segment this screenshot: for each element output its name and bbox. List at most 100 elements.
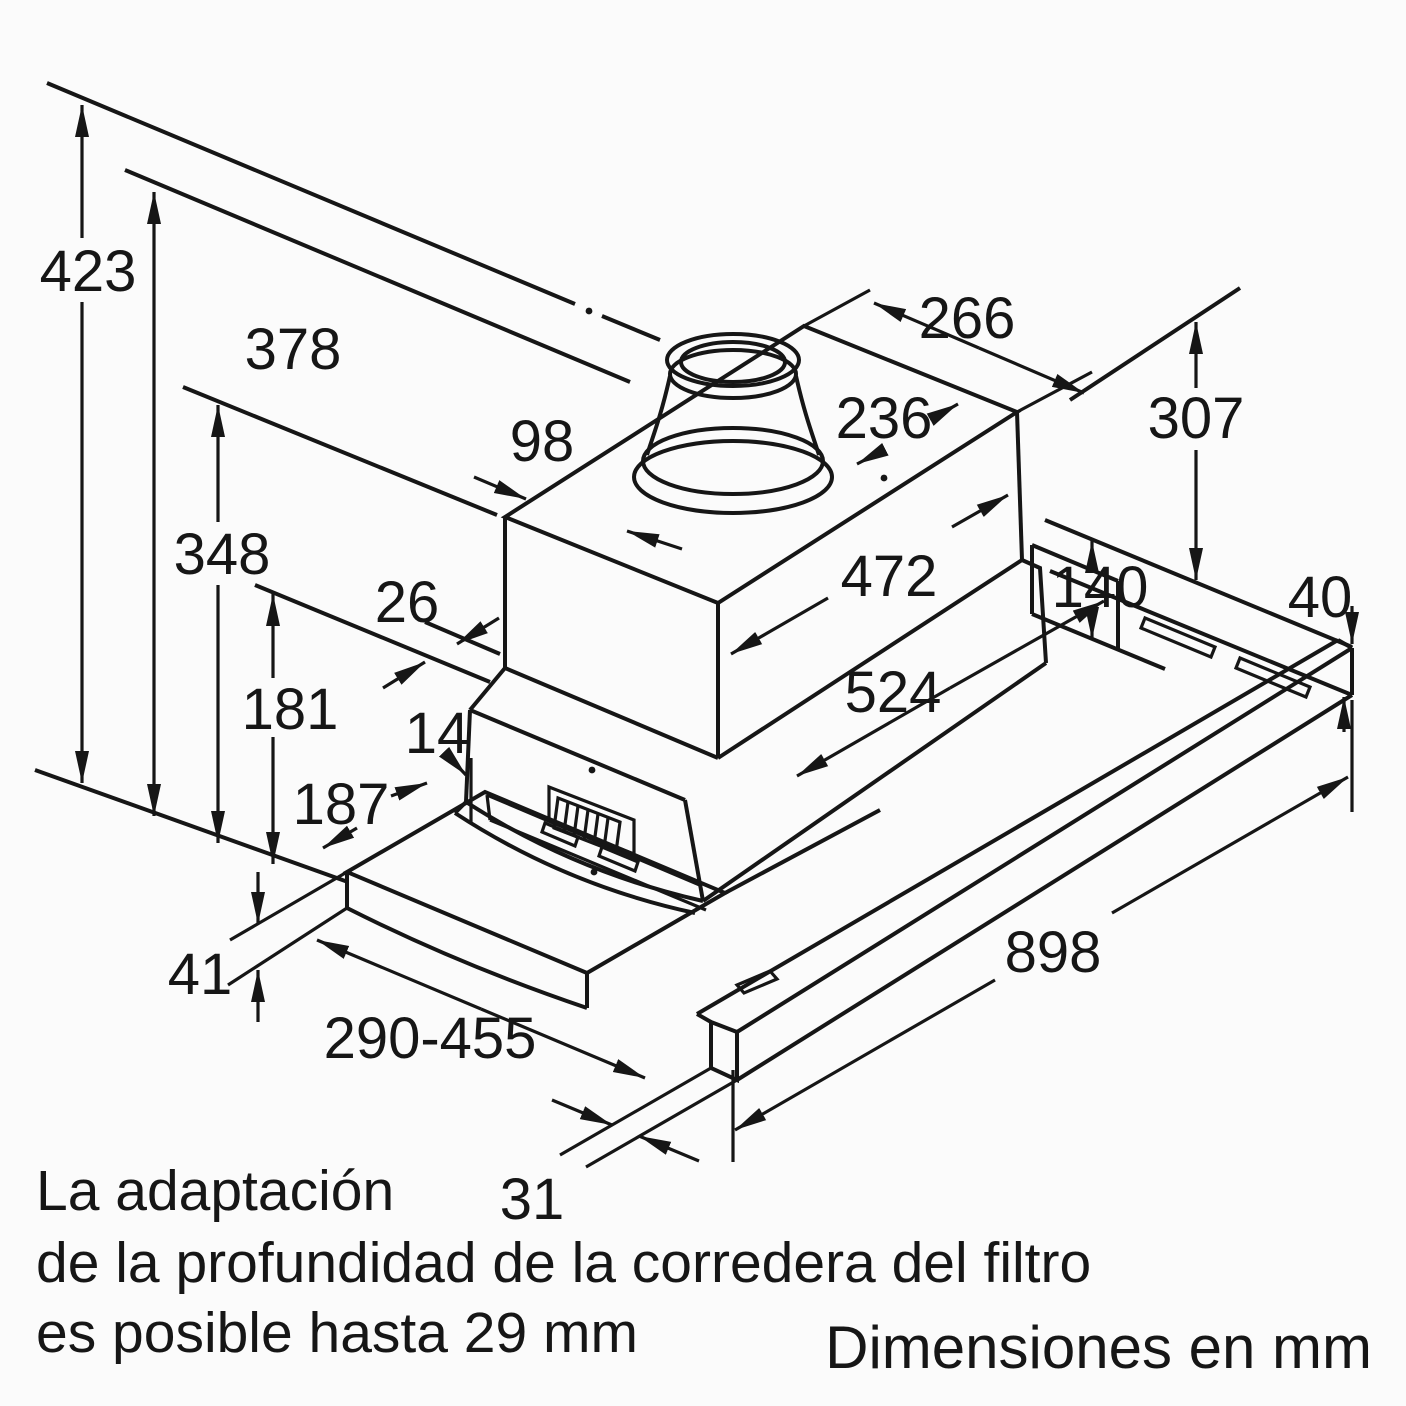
cabinet-bottom-line [34, 768, 349, 884]
dimension-472: 472 [730, 493, 1009, 656]
drawer-right-face-bottom [701, 661, 1048, 903]
dimension-290-455: 290-455 [316, 938, 646, 1080]
units-caption: Dimensiones en mm [825, 1314, 1372, 1381]
note-line-2: de la profundidad de la corredera del fi… [36, 1231, 1091, 1295]
ceiling-line-lower [124, 168, 631, 384]
dim-524-arrow-downleft [796, 686, 951, 778]
centerline-dot-ceiling [585, 307, 593, 315]
slide-slot-1 [1138, 615, 1218, 660]
dim-290-455-arrow-right [480, 1007, 646, 1080]
dim-98-arrow [473, 475, 527, 501]
rail-slot [734, 969, 780, 995]
bracket-top-edge [1031, 543, 1119, 583]
rail-front-bottom-edge [735, 693, 1354, 1082]
slide-rail-bottom-edge [1049, 569, 1353, 697]
dim-236-arrow-upright [926, 402, 959, 426]
drawer-step-jog [468, 666, 507, 712]
duct-base-upper [641, 426, 825, 496]
filter-drawer [424, 620, 1048, 915]
dim-187-label: 187 [293, 772, 390, 837]
main-box [500, 288, 1093, 760]
drawer-face-left-edge [464, 709, 472, 803]
right-ceiling-line [1068, 286, 1242, 402]
box-top-face [500, 323, 1022, 606]
box-right-step [1021, 558, 1048, 664]
dimension-14: 14 [405, 701, 470, 777]
centerline-dot-duct [880, 474, 888, 482]
dimension-236: 236 [836, 386, 959, 466]
knob-centerline-dot-bottom [590, 868, 598, 876]
rail-top-face-left [696, 1012, 712, 1024]
dimension-423: 423 [40, 105, 136, 783]
dim-14-arrow [438, 746, 468, 777]
dim-41-label: 41 [168, 942, 233, 1007]
dim-14-label: 14 [405, 701, 470, 766]
dimension-40: 40 [1288, 565, 1359, 732]
dimension-348: 348 [174, 405, 271, 843]
drawer-face-bottom-curve [464, 800, 704, 903]
knob-ribs [562, 801, 610, 849]
rail-top-face-edge [695, 638, 1340, 1016]
handle-strip-bottom [489, 818, 707, 912]
dim-348-label: 348 [174, 522, 271, 587]
visor-edge-extension-lower [227, 906, 348, 987]
visor-front-face [345, 872, 589, 1010]
visor-panel [342, 789, 881, 1010]
dimension-26: 26 [375, 570, 500, 690]
duct-base-flange [632, 439, 834, 515]
duct-collar [632, 332, 888, 515]
knob-centerline-dot-top [588, 766, 596, 774]
note-line-3: es posible hasta 29 mm [36, 1301, 638, 1365]
dim-31-arrow-downright [551, 1098, 613, 1127]
dimension-524: 524 [796, 599, 1105, 778]
box-top-ref-line [182, 385, 498, 517]
handle-strip-end [485, 794, 492, 821]
dim-26-arrow-downleft [456, 616, 500, 646]
dim-31-arrow-upleft [638, 1134, 700, 1163]
dim-31-extension-right [585, 1078, 738, 1169]
handle-strip-top [486, 793, 703, 888]
dimension-266: 266 [873, 286, 1085, 395]
dim-26-label: 26 [375, 570, 440, 635]
dim-140-label: 140 [1052, 555, 1149, 620]
dim-236-arrow-downleft [856, 443, 889, 466]
dim-472-arrow-upright [951, 493, 1009, 529]
dim-187-arrow-upright [390, 781, 428, 801]
dimension-898: 898 [731, 700, 1354, 1162]
dim-898-arrow-right [1111, 775, 1349, 915]
dim-290-455-arrow-left [316, 938, 482, 1011]
rail-front-top-edge [735, 646, 1354, 1034]
drawer-top-ref-line [254, 583, 491, 684]
duct-rim-outer [665, 332, 801, 388]
dim-98-face-arrow [626, 529, 683, 551]
box-bottom-left-edge [504, 666, 719, 760]
box-right-edge [1015, 411, 1024, 561]
handle-slot-right [597, 844, 640, 874]
reference-lines [34, 81, 1242, 987]
box-right-face-bottom [716, 558, 1024, 760]
mounting-bracket [1030, 543, 1166, 671]
dim-266-arrow-left [873, 301, 980, 350]
slide-slot-2 [1233, 655, 1313, 700]
dim-266-extension-left [803, 288, 871, 328]
dim-236-label: 236 [836, 386, 933, 451]
dim-266-label: 266 [919, 286, 1016, 351]
note-line-1: La adaptación [36, 1159, 394, 1223]
dimension-31: 31 [500, 1066, 738, 1232]
dimension-98: 98 [473, 409, 683, 551]
visor-edge-extension-upper [229, 870, 348, 942]
dimension-187: 187 [293, 772, 428, 850]
dim-524-label: 524 [845, 660, 942, 725]
control-knob [547, 766, 636, 876]
visor-back-edge [724, 808, 881, 895]
dimension-307: 307 [1148, 322, 1244, 580]
dim-898-arrow-left [734, 978, 996, 1132]
dimension-140: 140 [1052, 541, 1149, 639]
visor-top-face [342, 789, 730, 976]
dim-31-extension-left [559, 1066, 712, 1157]
dim-266-arrow-right [978, 346, 1085, 395]
handle-strip [485, 793, 707, 912]
bracket-bottom-edge [1031, 612, 1166, 671]
